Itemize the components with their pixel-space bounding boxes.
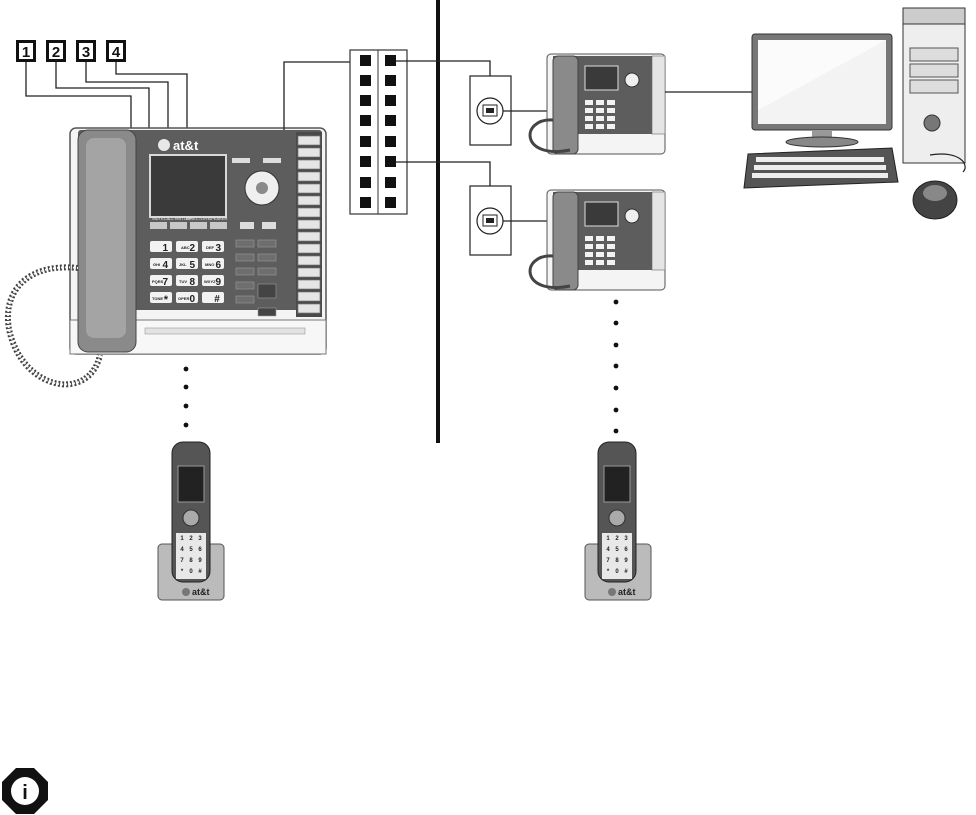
extension-deskset-2 xyxy=(530,190,665,290)
svg-text:9: 9 xyxy=(215,277,221,288)
att-logo: at&t xyxy=(158,138,199,153)
line-jack-2: 2 xyxy=(46,40,66,62)
deskset-handset xyxy=(78,130,136,352)
svg-text:7: 7 xyxy=(162,277,168,288)
att-logo-text: at&t xyxy=(173,138,199,153)
softkey-mute[interactable] xyxy=(150,222,167,229)
section-divider xyxy=(436,0,440,443)
svg-text:TUV: TUV xyxy=(179,279,187,284)
handset-right-keypad: 1 2 3 4 5 6 7 8 9 * 0 # xyxy=(602,533,632,579)
nav-key[interactable] xyxy=(245,171,279,205)
softkey-call-history[interactable] xyxy=(170,222,187,229)
line-jack-4-label: 4 xyxy=(112,44,121,61)
main-deskset: at&t MUTE CALL HISTORY DIRECTORY SPEAKER xyxy=(8,128,326,384)
line-jack-4: 4 xyxy=(106,40,126,62)
cordless-handset-left: 1 2 3 4 5 6 7 8 9 * 0 # at&t xyxy=(158,442,224,600)
svg-text:*: * xyxy=(164,294,169,306)
svg-text:OPER: OPER xyxy=(178,296,189,301)
svg-text:TONE: TONE xyxy=(152,296,163,301)
info-icon: i xyxy=(2,768,48,814)
svg-text:5: 5 xyxy=(189,260,195,271)
svg-text:JKL: JKL xyxy=(179,262,187,267)
svg-text:GHI: GHI xyxy=(153,262,160,267)
ethernet-cable-deskset xyxy=(284,62,358,130)
info-icon-glyph: i xyxy=(22,782,28,804)
line-jack-3-label: 3 xyxy=(82,44,90,61)
svg-text:3: 3 xyxy=(215,243,221,254)
wireless-link-dots-right xyxy=(614,300,619,434)
softkey-speaker[interactable] xyxy=(210,222,227,229)
svg-text:MNO: MNO xyxy=(205,262,214,267)
svg-text:WXYZ: WXYZ xyxy=(204,279,216,284)
line-jack-1-label: 1 xyxy=(22,44,30,61)
network-switch xyxy=(350,50,407,214)
svg-text:#: # xyxy=(214,294,220,305)
softkey-label-mute: MUTE xyxy=(152,216,164,221)
handset-right-logo: at&t xyxy=(618,587,636,597)
svg-text:4: 4 xyxy=(162,260,168,271)
svg-text:DEF: DEF xyxy=(206,245,215,250)
line-jack-2-label: 2 xyxy=(52,44,60,61)
svg-text:8: 8 xyxy=(189,277,195,288)
svg-text:1: 1 xyxy=(162,243,168,254)
handset-left-logo: at&t xyxy=(192,587,210,597)
handset-left-keypad: 1 2 3 4 5 6 7 8 9 * 0 # xyxy=(176,533,206,579)
svg-text:0: 0 xyxy=(189,294,195,305)
cordless-handset-right: 1 2 3 4 5 6 7 8 9 * 0 # at&t xyxy=(585,442,651,600)
line-jack-1: 1 xyxy=(16,40,36,62)
desktop-computer xyxy=(744,8,965,219)
wireless-link-dots-left xyxy=(184,367,189,428)
deskset-display xyxy=(150,155,226,217)
softkey-label-speaker: SPEAKER xyxy=(209,216,228,221)
line-cords xyxy=(26,62,187,130)
softkey-label-directory: DIRECTORY xyxy=(186,216,210,221)
speed-dial-keys xyxy=(296,132,322,317)
line-jack-3: 3 xyxy=(76,40,96,62)
softkey-directory[interactable] xyxy=(190,222,207,229)
extension-deskset-1 xyxy=(530,54,665,154)
svg-text:2: 2 xyxy=(189,243,195,254)
svg-text:6: 6 xyxy=(215,260,221,271)
telephone-line-jacks: 1 2 3 4 xyxy=(16,40,126,62)
